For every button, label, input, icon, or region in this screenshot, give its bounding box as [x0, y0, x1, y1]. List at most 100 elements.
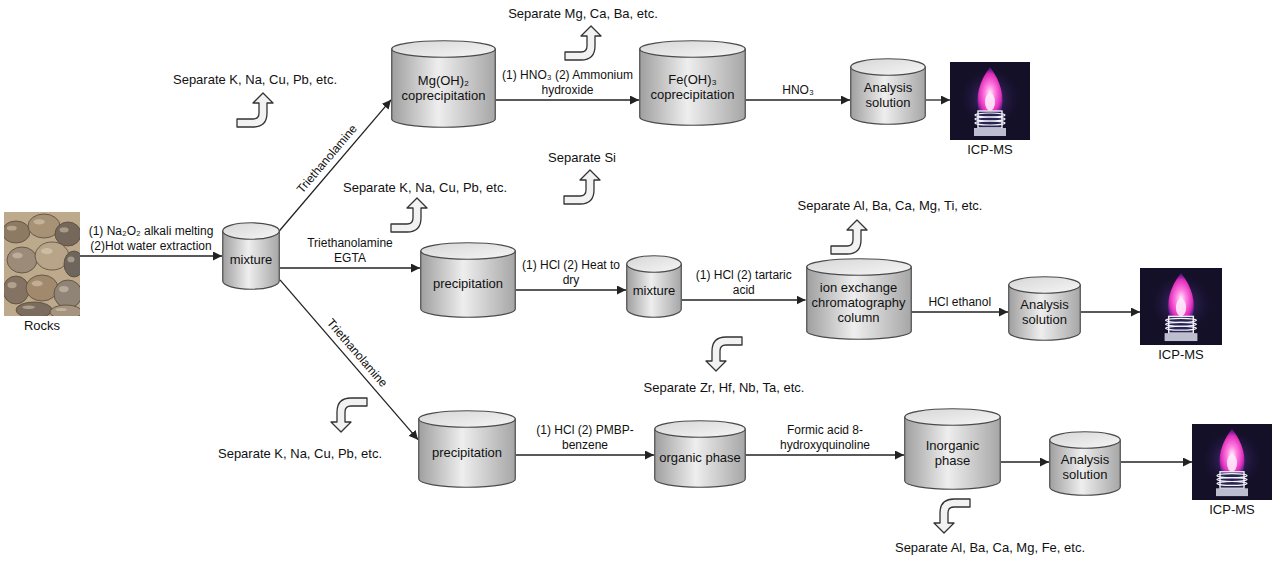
icp-ms-image: ICP-MS [1192, 424, 1272, 518]
cylinder-body [421, 251, 516, 317]
node-label: Inorganic phase [909, 439, 996, 469]
flow-arrow [496, 99, 639, 100]
reagent-label: Triethanolamine [324, 315, 391, 389]
flow-arrow [516, 454, 654, 455]
rock [26, 275, 58, 301]
cylinder-top [1009, 277, 1081, 294]
load-coil [1166, 326, 1197, 330]
rock-sample-image: Rocks [4, 212, 80, 334]
node-label: organic phase [659, 451, 741, 466]
separation-label: Separate Al, Ba, Ca, Mg, Ti, etc. [798, 198, 983, 214]
rock [50, 305, 80, 316]
cylinder-top [905, 409, 1001, 426]
process-cylinder: Analysis solution [850, 58, 926, 125]
rock-highlight [12, 253, 23, 259]
rock-highlight [7, 226, 17, 231]
cylinder-top [223, 223, 280, 240]
separation-arrow [391, 198, 427, 232]
node-label: Analysis solution [1054, 453, 1116, 483]
separation-arrow [934, 499, 970, 533]
picture [4, 212, 80, 316]
icp-torch-picture [1192, 424, 1272, 500]
rock-highlight [8, 282, 17, 288]
reagent-label: (1) HCl (2) PMBP-benzene [520, 423, 650, 452]
flow-arrow [746, 454, 904, 455]
reagent-label: (1) HCl (2) tartaric acid [685, 268, 803, 297]
flow-arrow [80, 255, 222, 256]
label-holder: mixture [626, 273, 682, 309]
label-holder: Analysis solution [850, 76, 926, 116]
rock [4, 276, 29, 304]
picture [1192, 424, 1272, 500]
cylinder-top [627, 256, 682, 273]
rock-highlight [32, 281, 43, 287]
node-label: ion exchange chromatography column [811, 281, 907, 326]
plasma-core [1176, 299, 1186, 317]
cylinder-top [1050, 431, 1121, 448]
separation-label: Separate K, Na, Cu, Pb, etc. [173, 72, 337, 88]
label-holder: Analysis solution [1049, 449, 1121, 487]
reagent-label: (1) HCl (2) Heat to dry [519, 258, 623, 287]
node-label: Analysis solution [1013, 298, 1076, 328]
photo-ground [950, 62, 1030, 140]
process-cylinder: Fe(OH)₃ coprecipitation [639, 40, 746, 126]
separation-arrow [564, 170, 600, 204]
label-holder: Mg(OH)₂ coprecipitation [391, 58, 496, 119]
image-caption: Rocks [24, 319, 60, 334]
label-holder: ion exchange chromatography column [806, 276, 912, 331]
cylinder-body [419, 419, 516, 487]
process-cylinder: Analysis solution [1049, 431, 1121, 496]
rock [64, 251, 80, 277]
reagent-label: Formic acid 8-hydroxyquinoline [750, 423, 900, 452]
label-holder: precipitation [420, 260, 516, 309]
load-coil [1217, 474, 1247, 478]
process-cylinder: precipitation [420, 242, 516, 318]
node-label: Fe(OH)₃ coprecipitation [644, 73, 741, 103]
cylinder-top [419, 411, 516, 428]
icp-ms-image: ICP-MS [1140, 268, 1222, 363]
separation-arrow [237, 93, 273, 127]
plasma-glow [1148, 272, 1214, 335]
icp-ms-image: ICP-MS [950, 62, 1030, 158]
rock-highlight [41, 248, 53, 254]
reagent-label: Triethanolamine EGTA [295, 236, 405, 265]
separation-arrow [831, 220, 867, 254]
node-label: Analysis solution [855, 81, 921, 111]
reagent-label: (1) Na₂O₂ alkali melting (2)Hot water ex… [86, 224, 216, 253]
load-coil [1217, 481, 1247, 485]
cylinder-body [806, 267, 911, 339]
process-cylinder: mixture [222, 222, 280, 290]
image-caption: ICP-MS [1209, 503, 1255, 518]
cylinder-top [806, 259, 911, 276]
node-label: mixture [230, 253, 273, 268]
rock-highlight [59, 286, 69, 292]
rock [55, 222, 80, 246]
cylinder-top [640, 41, 746, 58]
icp-torch-picture [1140, 268, 1222, 345]
separation-label: Separate K, Na, Cu, Pb, etc. [343, 180, 507, 196]
label-holder: organic phase [654, 438, 746, 479]
plasma-flame [977, 67, 1002, 111]
cylinder-top [851, 59, 926, 76]
process-cylinder: Inorganic phase [904, 408, 1001, 490]
flow-arrow [682, 299, 806, 300]
reagent-label: HCl ethanol [928, 295, 991, 309]
process-cylinder: organic phase [654, 420, 746, 488]
rock-highlight [22, 305, 35, 309]
flow-arrow [926, 99, 950, 100]
picture [950, 62, 1030, 140]
process-cylinder: ion exchange chromatography column [806, 258, 912, 340]
process-cylinder: precipitation [418, 410, 516, 488]
cylinder-body [640, 49, 746, 125]
process-cylinder: Analysis solution [1008, 276, 1081, 341]
flow-arrow [912, 311, 1009, 312]
rock-highlight [60, 227, 69, 232]
separation-label: Separate Mg, Ca, Ba, etc. [508, 6, 658, 22]
rock [16, 302, 52, 316]
flow-arrow [746, 99, 850, 100]
plasma-core [985, 93, 995, 111]
separation-label: Separate Al, Ba, Ca, Mg, Fe, etc. [895, 540, 1085, 556]
label-holder: Inorganic phase [904, 426, 1001, 481]
flow-arrow [1081, 311, 1140, 312]
